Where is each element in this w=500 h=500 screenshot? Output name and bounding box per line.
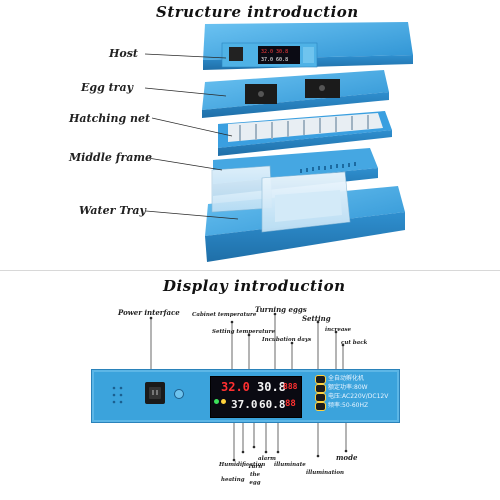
structure-leader-lines [144,53,239,220]
svg-text:32.0 30.8: 32.0 30.8 [261,49,288,55]
label-turn-the-egg-line-3: egg [249,480,261,486]
lcd-incubation-days: 88 [285,399,296,409]
label-cabinet-temperature: Cabinet temperature [192,312,257,318]
label-increase: increase [325,327,351,333]
label-alarm: alarm [258,456,276,462]
egg-tray-part [202,70,389,118]
label-mode: mode [336,453,358,462]
lcd-turning-eggs: 888 [283,382,298,391]
info-line-2: 额定功率:80W [328,384,368,391]
dc-jack-icon[interactable] [174,389,184,399]
lcd-cabinet-temperature: 32.0 [221,380,250,394]
info-line-1: 全自动孵化机 [328,375,365,382]
setting-button[interactable] [315,375,326,384]
label-illumination: illumination [306,470,345,476]
hatching-net-part [218,111,392,156]
lcd-humidity-value: 60.8 [259,398,286,411]
label-heating: heating [221,477,245,483]
water-tray-part [205,165,405,262]
label-setting: Setting [302,314,331,323]
heating-indicator-icon [221,399,226,404]
part-label-middle-frame: Middle frame [69,151,153,164]
display-title: Display introduction [163,277,346,295]
label-illuminate: illuminate [274,462,306,468]
speaker-grille [112,386,123,404]
label-power-interface: Power interface [118,308,180,317]
section-divider [0,270,500,271]
label-turn-the-egg: Turn the egg [246,463,264,487]
control-panel: 32.0 30.8 888 37.0 60.8 88 全自动孵化机 额定功率:8… [91,369,400,423]
info-line-3: 电压:AC220V/DC12V [328,393,389,400]
increase-button[interactable] [315,384,326,393]
power-socket-icon[interactable] [145,382,165,404]
part-label-hatching-net: Hatching net [69,112,151,125]
lcd-incubation-value: 37.0 [231,398,258,411]
label-cut-back: cut back [341,340,368,346]
exploded-incubator-illustration: 32.0 30.8 37.0 60.8 [202,22,413,262]
part-label-water-tray: Water Tray [79,204,146,217]
svg-text:37.0 60.8: 37.0 60.8 [261,57,288,63]
label-turn-the-egg-line-1: Turn [247,464,263,470]
lcd-setting-temperature: 30.8 [257,380,286,394]
host-lid: 32.0 30.8 37.0 60.8 [203,22,413,70]
cut-back-button[interactable] [315,393,326,402]
illumination-button[interactable] [315,402,326,411]
part-label-egg-tray: Egg tray [81,81,133,94]
label-humidification: Humidification [219,462,266,468]
part-label-host: Host [109,47,139,60]
humidify-indicator-icon [214,399,219,404]
info-plate: 全自动孵化机 额定功率:80W 电压:AC220V/DC12V 频率:50-60… [328,374,388,410]
info-line-4: 频率:50-60HZ [328,402,369,409]
label-setting-temperature: Setting temperature [212,329,276,335]
structure-title: Structure introduction [156,3,359,21]
label-turning-eggs: Turning eggs [255,305,307,314]
lcd-screen: 32.0 30.8 888 37.0 60.8 88 [210,376,302,418]
label-turn-the-egg-line-2: the [249,472,261,478]
label-incubation-days: Incubation days [262,337,312,343]
